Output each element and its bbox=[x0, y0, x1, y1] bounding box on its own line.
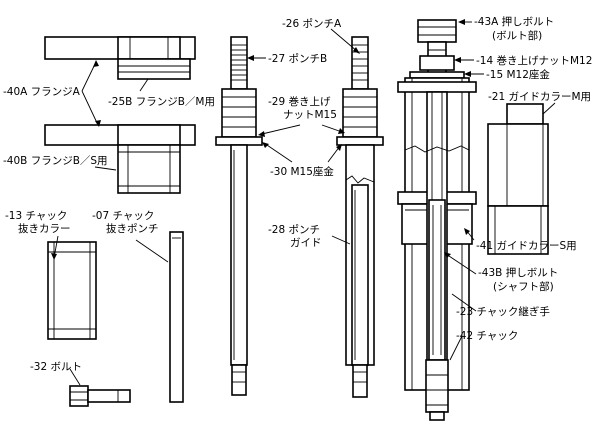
label-29-line1: -29 巻き上げ bbox=[268, 96, 331, 108]
label-21: -21 ガイドカラーM用 bbox=[488, 91, 591, 103]
label-32: -32 ボルト bbox=[30, 361, 82, 373]
label-15: -15 M12座金 bbox=[486, 68, 550, 81]
label-43a-line1: -43A 押しボルト bbox=[474, 15, 554, 28]
label-28-line1: -28 ポンチ bbox=[268, 224, 320, 236]
label-13-line2: 抜きカラー bbox=[18, 222, 71, 235]
guide-collar-m bbox=[487, 103, 549, 255]
label-43b-line2: (シャフト部) bbox=[493, 280, 554, 293]
chuck-removal-collar bbox=[47, 241, 97, 340]
label-41: -41 ガイドカラーS用 bbox=[476, 240, 577, 252]
label-43a-line2: (ボルト部) bbox=[492, 29, 542, 42]
label-30: -30 M15座金 bbox=[270, 165, 334, 178]
label-40a: -40A フランジA bbox=[3, 86, 81, 98]
leader-lines bbox=[51, 19, 556, 386]
bolt-32 bbox=[69, 385, 131, 407]
right-assembly bbox=[397, 19, 477, 421]
label-07-line1: -07 チャック bbox=[92, 210, 154, 222]
label-26: -26 ポンチA bbox=[282, 18, 342, 30]
label-28-line2: ガイド bbox=[290, 237, 322, 249]
flange-a bbox=[44, 36, 196, 60]
label-42: -42 チャック bbox=[456, 330, 518, 342]
label-13-line1: -13 チャック bbox=[5, 210, 67, 222]
label-29-line2: ナットM15 bbox=[283, 109, 337, 121]
chuck-removal-punch bbox=[169, 231, 184, 403]
punch-a bbox=[336, 36, 384, 398]
labels: -40A フランジA -25B フランジB／M用 -40B フランジB／S用 -… bbox=[3, 15, 592, 373]
label-43b-line1: -43B 押しボルト bbox=[478, 266, 558, 279]
flange-b-m bbox=[117, 58, 191, 80]
punch-b bbox=[215, 36, 263, 396]
label-07-line2: 抜きポンチ bbox=[106, 222, 159, 235]
label-23: -23 チャック継ぎ手 bbox=[456, 305, 550, 318]
label-14: -14 巻き上げナットM12 bbox=[476, 55, 592, 67]
label-27: -27 ポンチB bbox=[268, 53, 327, 65]
flange-b-s bbox=[44, 124, 196, 194]
label-40b: -40B フランジB／S用 bbox=[3, 155, 108, 167]
label-25b: -25B フランジB／M用 bbox=[108, 96, 215, 108]
